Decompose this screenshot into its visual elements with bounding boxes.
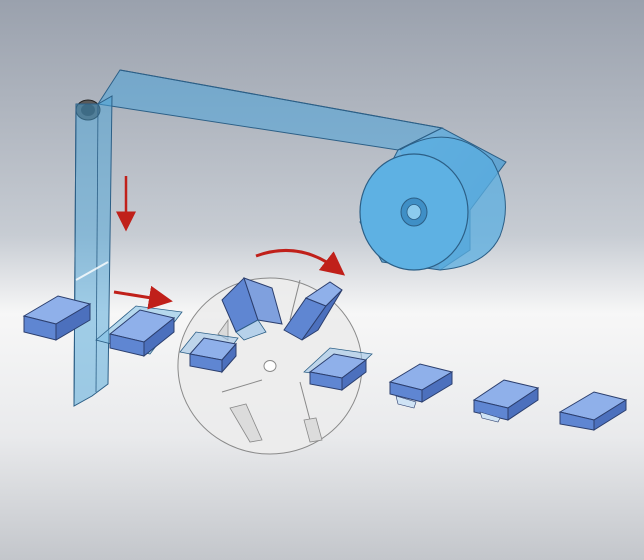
package-unwrapped [22, 295, 92, 341]
film-roll [359, 127, 507, 271]
package-wrapped-3 [558, 391, 628, 431]
package-wrapped-2 [472, 379, 540, 423]
package-wrapped-1 [388, 363, 454, 409]
rotation-arrow-icon [255, 249, 346, 276]
film-curtain [73, 95, 113, 407]
package-on-film [108, 309, 176, 358]
right-arrow-icon [113, 285, 173, 310]
package-wheel-left [179, 331, 239, 374]
package-wheel-right [303, 347, 373, 391]
package-wheel-top-right [283, 281, 343, 341]
package-wheel-top-left [221, 277, 283, 341]
